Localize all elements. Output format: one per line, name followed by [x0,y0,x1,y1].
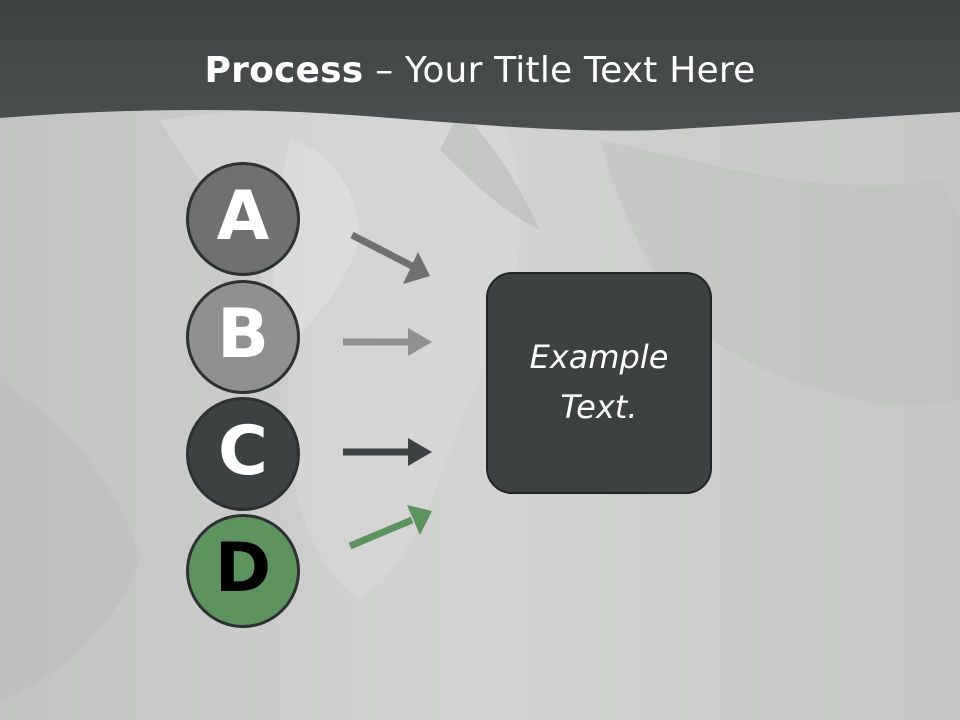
arrow-c [343,438,432,466]
page-title: Process – Your Title Text Here [0,50,960,91]
step-letter: B [217,295,269,374]
step-letter: A [216,177,270,256]
step-circle-c: C [186,397,300,511]
step-circle-a: A [186,162,300,276]
arrow-d [348,505,432,550]
step-circle-b: B [186,280,300,394]
result-line-2: Text. [560,388,638,426]
title-rest: – Your Title Text Here [363,50,756,91]
arrow-b [343,328,432,356]
result-box-text: Example Text. [504,333,694,432]
step-letter: C [218,412,268,491]
result-line-1: Example [529,338,669,377]
title-bold: Process [204,50,364,91]
result-box: Example Text. [486,272,712,494]
arrow-a [350,231,430,284]
step-circle-d: D [186,514,300,628]
step-letter: D [214,529,272,608]
